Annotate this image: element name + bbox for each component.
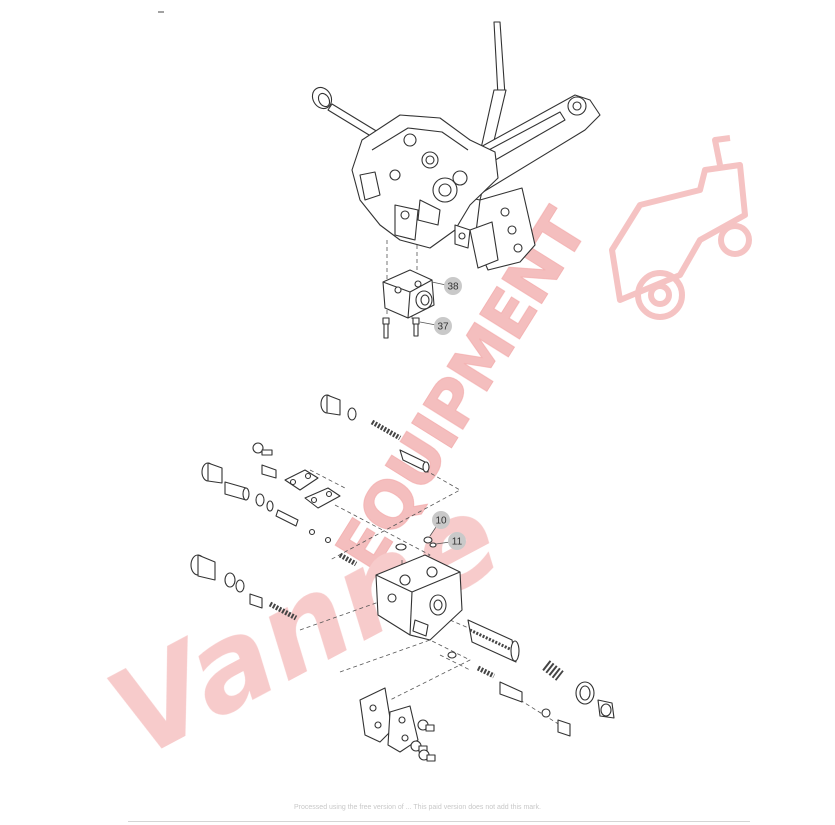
svg-text:11: 11	[452, 537, 463, 548]
end-cap-bolt	[597, 699, 615, 719]
callout-10: 10	[429, 511, 450, 537]
footer-note: Processed using the free version of ... …	[294, 804, 541, 811]
bottom-assembly	[190, 394, 615, 762]
spring-top	[370, 419, 402, 441]
input-shaft	[327, 103, 379, 139]
svg-text:10: 10	[435, 516, 447, 527]
housing-body	[351, 114, 499, 249]
plug-top	[320, 394, 341, 416]
control-valve-body	[375, 554, 463, 641]
plug-lower	[190, 554, 216, 581]
tractor-icon	[609, 135, 752, 320]
gasket-plate-1	[284, 469, 319, 491]
spool-top	[399, 449, 429, 473]
watermark-script-word: Vanne	[88, 467, 521, 785]
bolt-bottom-3	[418, 749, 436, 762]
spring-bottom	[476, 665, 496, 679]
callout-38: 38	[431, 277, 462, 295]
footer-divider	[128, 821, 750, 822]
bolt-bottom-2	[410, 740, 428, 753]
lift-lever	[493, 21, 506, 97]
plug-middle	[201, 462, 223, 484]
svg-text:38: 38	[447, 282, 459, 293]
bolt-37-left	[382, 317, 390, 339]
o-ring-10	[395, 543, 407, 551]
callout-11: 11	[435, 532, 466, 550]
spring-lower	[268, 601, 298, 621]
gasket-plate-2	[304, 487, 341, 509]
bolt-bottom-1	[417, 719, 435, 732]
bracket-plate-right	[387, 705, 419, 753]
bracket-plate-left	[359, 687, 393, 743]
spool-bottom	[499, 681, 523, 703]
callout-37: 37	[419, 317, 452, 335]
svg-text:37: 37	[437, 322, 449, 333]
spring-middle	[338, 552, 358, 567]
top-assembly	[158, 11, 601, 339]
spring-right	[542, 660, 564, 681]
o-ring-11	[423, 536, 433, 544]
bolt-37-right	[412, 317, 420, 337]
